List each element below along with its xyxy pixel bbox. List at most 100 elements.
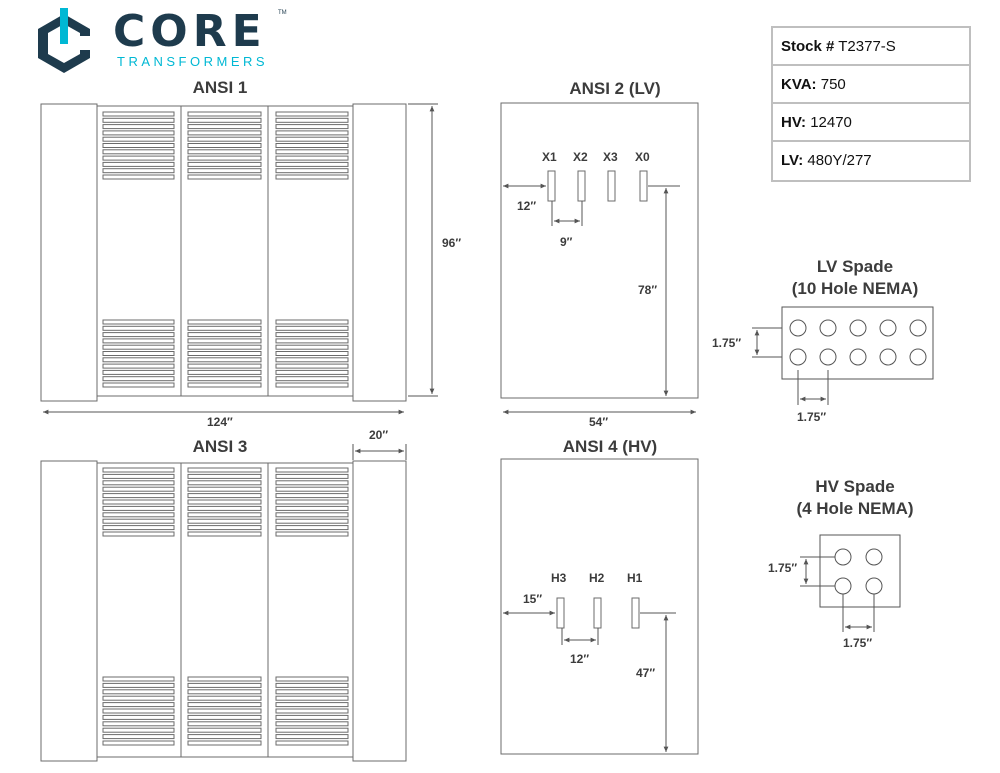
louver-slat xyxy=(187,708,262,714)
hv-spade-vertical-label: 1.75″ xyxy=(768,561,798,575)
louver-slat xyxy=(102,473,175,479)
louver-slat xyxy=(275,525,349,531)
terminal-label-h2: H2 xyxy=(589,571,605,585)
louver-slat xyxy=(187,376,262,382)
louver-slat xyxy=(102,689,175,695)
louver-slat xyxy=(275,714,349,720)
spec-value: T2377-S xyxy=(838,38,896,55)
louver-slat xyxy=(275,505,349,511)
ansi1-height-label: 96″ xyxy=(442,236,462,250)
ansi3-radiator-label: 20″ xyxy=(369,428,389,442)
louver-slat xyxy=(275,721,349,727)
hv-spade-title: HV Spade (4 Hole NEMA) xyxy=(755,476,955,520)
louver-slat xyxy=(102,325,175,331)
louver-slat xyxy=(275,493,349,499)
louver-slat xyxy=(102,714,175,720)
louver-slat xyxy=(275,332,349,338)
louver-slat xyxy=(275,174,349,180)
louver-slat xyxy=(102,376,175,382)
ansi2-width-label: 54″ xyxy=(589,415,609,429)
lv-spade-title-line2: (10 Hole NEMA) xyxy=(791,279,919,298)
louver-slat xyxy=(275,734,349,740)
louver-slat xyxy=(102,505,175,511)
louver-slat xyxy=(102,499,175,505)
louver-slat xyxy=(102,493,175,499)
spec-value: 750 xyxy=(820,76,846,93)
louver-slat xyxy=(275,351,349,356)
louver-slat xyxy=(102,382,175,388)
ansi4-spacing-label: 12″ xyxy=(570,652,590,666)
ansi1-width-label: 124″ xyxy=(207,415,233,429)
spec-row-stock: Stock # T2377-S xyxy=(773,28,969,66)
louver-slat xyxy=(102,740,175,746)
ansi4-dimensions xyxy=(503,610,676,752)
louver-slat xyxy=(275,512,349,518)
louver-slat xyxy=(187,740,262,746)
louver-slat xyxy=(187,486,262,492)
louver-slat xyxy=(102,117,175,123)
louver-slat xyxy=(187,531,262,537)
terminal-label-h3: H3 xyxy=(551,571,567,585)
louver-slat xyxy=(187,149,262,155)
spec-label: HV: xyxy=(781,114,807,131)
spade-hole xyxy=(879,348,897,366)
louver-slat xyxy=(187,676,262,682)
louver-slat xyxy=(275,376,349,382)
louver-slat xyxy=(275,130,349,136)
spade-hole xyxy=(819,319,837,337)
lv-spade-title-line1: LV Spade xyxy=(816,257,894,276)
louver-slat xyxy=(275,467,349,473)
louver-slat xyxy=(102,351,175,356)
louver-slat xyxy=(102,344,175,350)
louver-slat xyxy=(102,130,175,136)
louver-slat xyxy=(275,363,349,369)
louver-slat xyxy=(187,143,262,148)
louver-slat xyxy=(187,493,262,499)
louver-slat xyxy=(275,168,349,174)
louver-slat xyxy=(187,714,262,720)
lv-spade-title: LV Spade (10 Hole NEMA) xyxy=(755,256,955,300)
louver-slat xyxy=(187,338,262,344)
louver-slat xyxy=(187,325,262,331)
louver-slat xyxy=(187,136,262,142)
louver-slat xyxy=(275,727,349,733)
louver-slat xyxy=(187,512,262,518)
ansi4-title: ANSI 4 (HV) xyxy=(562,437,658,456)
louver-slat xyxy=(275,676,349,682)
louver-slat xyxy=(187,161,262,167)
spade-hole xyxy=(849,348,867,366)
louver-slat xyxy=(102,155,175,161)
louver-slat xyxy=(275,161,349,167)
louver-slat xyxy=(187,117,262,123)
lv-spade-dimensions xyxy=(752,327,829,405)
logo-wordmark: CORE xyxy=(113,6,267,57)
louver-slat xyxy=(187,357,262,363)
louver-slat xyxy=(187,682,262,688)
louver-slat xyxy=(102,161,175,167)
lv-spade-horizontal-label: 1.75″ xyxy=(797,410,827,424)
louver-slat xyxy=(187,155,262,161)
spade-hole xyxy=(849,319,867,337)
louver-slat xyxy=(275,499,349,505)
louver-slat xyxy=(102,369,175,375)
louver-slat xyxy=(275,319,349,325)
louver-slat xyxy=(102,525,175,531)
terminal-label-x0: X0 xyxy=(635,150,650,164)
louver-slat xyxy=(187,518,262,524)
spade-hole xyxy=(909,348,927,366)
ansi1-title: ANSI 1 xyxy=(192,78,248,97)
louver-slat xyxy=(187,369,262,375)
lv-spade-plate xyxy=(781,306,934,380)
spec-row-kva: KVA: 750 xyxy=(773,66,969,104)
louver-slat xyxy=(187,363,262,369)
ansi2-dimensions xyxy=(503,183,696,415)
louver-slat xyxy=(102,518,175,524)
louver-slat xyxy=(102,727,175,733)
louver-slat xyxy=(102,676,175,682)
spade-hole xyxy=(789,348,807,366)
ansi4-side-view xyxy=(500,458,699,755)
louver-slat xyxy=(187,351,262,356)
louver-slat xyxy=(275,702,349,708)
louver-slat xyxy=(102,467,175,473)
louver-slat xyxy=(102,486,175,492)
